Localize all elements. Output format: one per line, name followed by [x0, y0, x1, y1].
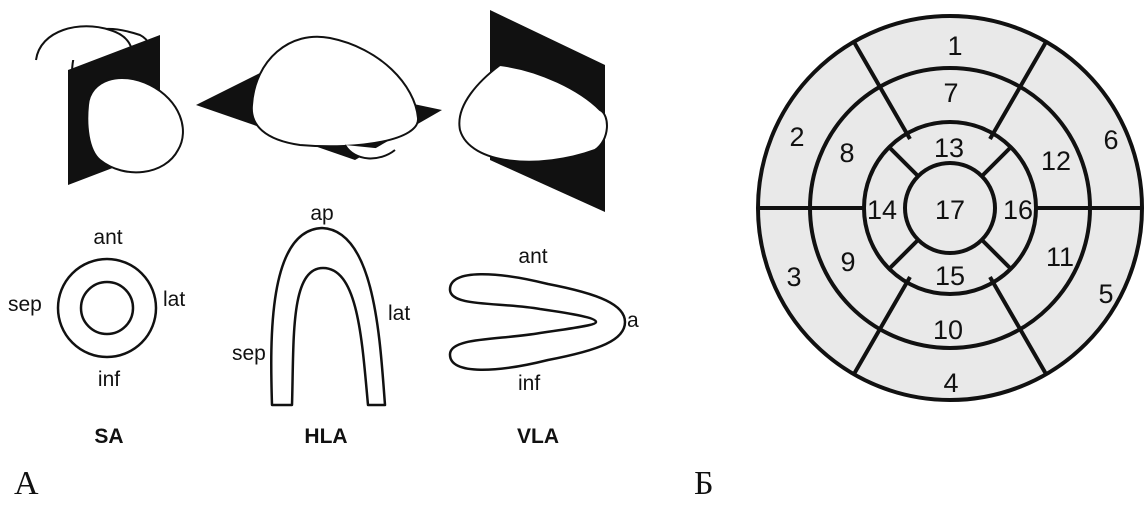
vla-title: VLA	[517, 425, 559, 448]
segment-17: 17	[935, 195, 965, 225]
segment-14: 14	[867, 195, 897, 225]
hla-label-sep: sep	[232, 342, 266, 365]
hla-plane-illustration	[196, 37, 442, 160]
sa-label-ant: ant	[93, 226, 122, 249]
segment-5: 5	[1098, 279, 1113, 309]
segment-4: 4	[943, 368, 958, 398]
segment-8: 8	[839, 138, 854, 168]
sa-label-lat: lat	[163, 288, 185, 311]
vla-label-ant: ant	[518, 245, 547, 268]
sa-plane-illustration	[36, 26, 183, 185]
segment-11: 11	[1046, 242, 1074, 272]
sa-label-sep: sep	[8, 293, 42, 316]
panel-b-caption: Б	[694, 465, 714, 503]
segment-9: 9	[840, 247, 855, 277]
segment-7: 7	[943, 78, 958, 108]
sa-title: SA	[94, 425, 123, 448]
segment-10: 10	[933, 315, 963, 345]
panel-a-caption: А	[14, 465, 39, 503]
sa-short-axis-ring	[58, 259, 156, 357]
vla-vertical-long-axis-u	[450, 274, 625, 370]
hla-title: HLA	[304, 425, 347, 448]
hla-label-ap: ap	[310, 202, 333, 225]
segment-12: 12	[1041, 146, 1071, 176]
vla-label-apex: a	[627, 309, 639, 332]
vla-label-inf: inf	[518, 372, 540, 395]
segment-16: 16	[1003, 195, 1033, 225]
segment-1: 1	[947, 31, 962, 61]
segment-15: 15	[935, 261, 965, 291]
sa-label-inf: inf	[98, 368, 120, 391]
segment-3: 3	[786, 262, 801, 292]
hla-label-lat: lat	[388, 302, 410, 325]
segment-2: 2	[789, 122, 804, 152]
hla-horizontal-long-axis-u	[271, 228, 385, 405]
segment-6: 6	[1103, 125, 1118, 155]
vla-plane-illustration	[459, 10, 607, 212]
segment-13: 13	[934, 133, 964, 163]
